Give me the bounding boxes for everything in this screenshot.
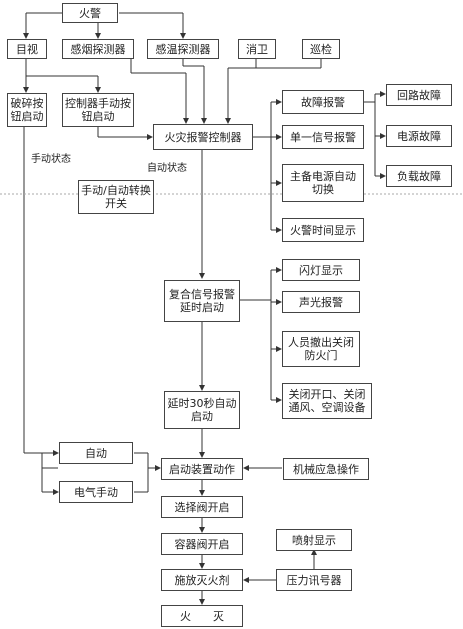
single-signal-alarm-node: 单一信号报警 bbox=[282, 125, 364, 149]
release-agent-node: 施放灭火剂 bbox=[161, 569, 243, 591]
load-fault-node: 负载故障 bbox=[386, 165, 452, 187]
loop-fault-node: 回路故障 bbox=[386, 84, 452, 106]
selector-valve-open-node: 选择阀开启 bbox=[161, 496, 243, 518]
mechanical-emergency-node: 机械应急操作 bbox=[283, 458, 369, 480]
evacuate-close-doors-node: 人员撤出关闭防火门 bbox=[282, 331, 360, 367]
electric-manual-node: 电气手动 bbox=[59, 481, 133, 503]
patrol-node: 巡检 bbox=[302, 39, 340, 59]
fire-time-display-node: 火警时间显示 bbox=[282, 218, 364, 242]
smoke-detector-node: 感烟探测器 bbox=[62, 39, 134, 59]
fault-alarm-node: 故障报警 bbox=[282, 90, 364, 114]
container-valve-open-node: 容器阀开启 bbox=[161, 533, 243, 555]
manual-auto-switch-node: 手动/自动转换开关 bbox=[78, 180, 154, 214]
flash-light-display-node: 闪灯显示 bbox=[282, 259, 360, 281]
heat-detector-node: 感温探测器 bbox=[147, 39, 219, 59]
controller-manual-button-node: 控制器手动按钮启动 bbox=[62, 93, 134, 127]
fire-alarm-controller-node: 火灾报警控制器 bbox=[153, 124, 253, 150]
spray-display-node: 喷射显示 bbox=[276, 529, 352, 551]
fire-brigade-node: 消卫 bbox=[238, 39, 276, 59]
auto-node: 自动 bbox=[59, 442, 133, 464]
fire-alarm-node: 火警 bbox=[62, 3, 118, 23]
auto-state-label: 自动状态 bbox=[147, 163, 187, 174]
start-device-node: 启动装置动作 bbox=[161, 458, 243, 480]
delay-auto-start-node: 延时30秒自动启动 bbox=[164, 391, 240, 429]
manual-state-label: 手动状态 bbox=[31, 154, 71, 165]
audible-visual-alarm-node: 声光报警 bbox=[282, 291, 360, 313]
composite-signal-delay-node: 复合信号报警延时启动 bbox=[164, 280, 240, 322]
close-openings-ventilation-node: 关闭开口、关闭通风、空调设备 bbox=[282, 383, 372, 419]
fire-extinguished-node: 火 灭 bbox=[161, 605, 243, 627]
visual-inspection-node: 目视 bbox=[7, 39, 47, 59]
pressure-switch-node: 压力讯号器 bbox=[276, 569, 352, 591]
break-glass-button-node: 破碎按钮启动 bbox=[7, 93, 47, 127]
backup-power-switch-node: 主备电源自动切换 bbox=[282, 164, 364, 202]
power-fault-node: 电源故障 bbox=[386, 125, 452, 147]
